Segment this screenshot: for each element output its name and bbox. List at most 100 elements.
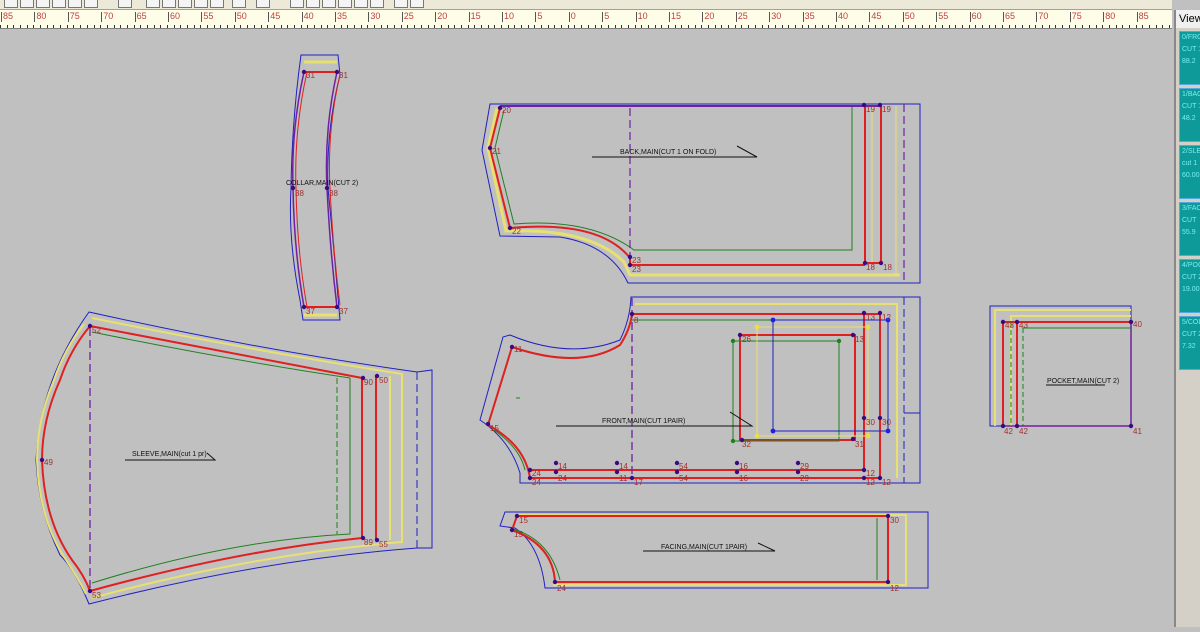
point-label: 11 xyxy=(514,345,523,354)
back-piece[interactable]: 20 21 22 23 23 19 19 18 18 BACK,MAIN(CUT… xyxy=(481,102,921,284)
ruler-tick xyxy=(801,25,803,28)
point-label: 13 xyxy=(855,335,864,344)
ruler-tick xyxy=(400,25,402,28)
ruler-tick xyxy=(634,25,636,28)
ruler-tick xyxy=(961,25,963,28)
tool-button[interactable] xyxy=(162,0,176,8)
tool-button[interactable] xyxy=(210,0,224,8)
tool-button[interactable] xyxy=(36,0,50,8)
ruler-tick xyxy=(227,25,229,28)
tool-button[interactable] xyxy=(52,0,66,8)
ruler-tick xyxy=(240,25,242,28)
point-label: 20 xyxy=(502,106,511,115)
tool-button[interactable] xyxy=(178,0,192,8)
tool-button[interactable] xyxy=(256,0,270,8)
ruler-tick xyxy=(80,25,82,28)
thumbnail-size: 19.00 xyxy=(1182,286,1200,293)
tool-button[interactable] xyxy=(118,0,132,8)
ruler-tick xyxy=(247,25,249,28)
ruler-tick xyxy=(474,25,476,28)
ruler-tick xyxy=(861,25,863,28)
ruler-tick xyxy=(340,25,342,28)
tool-button[interactable] xyxy=(394,0,408,8)
tool-button[interactable] xyxy=(20,0,34,8)
ruler-tick xyxy=(681,25,683,28)
piece-thumbnail[interactable]: 1/BACCUT 148.2 xyxy=(1179,88,1200,142)
ruler-tick xyxy=(941,25,943,28)
ruler-label: 25 xyxy=(735,11,748,22)
point-label: 16 xyxy=(739,474,748,483)
point-label: 15 xyxy=(519,516,528,525)
tool-button[interactable] xyxy=(4,0,18,8)
tool-button[interactable] xyxy=(68,0,82,8)
ruler-tick xyxy=(33,25,35,28)
ruler-tick xyxy=(948,25,950,28)
ruler-tick xyxy=(1115,25,1117,28)
thumbnail-size: 88.2 xyxy=(1182,58,1196,65)
sleeve-piece[interactable]: 52 49 53 90 50 89 55 SLEEVE,MAIN(cut 1 p… xyxy=(35,311,433,605)
ruler-tick xyxy=(53,25,55,28)
point-label: 17 xyxy=(634,478,643,487)
point-label: 32 xyxy=(742,440,751,449)
ruler-tick xyxy=(200,25,202,28)
piece-label: COLLAR,MAIN(CUT 2) xyxy=(286,180,358,187)
ruler-label: 85 xyxy=(1136,11,1149,22)
ruler-tick xyxy=(220,25,222,28)
ruler-tick xyxy=(674,25,676,28)
thumbnail-name: 5/COL xyxy=(1182,319,1200,326)
tool-button[interactable] xyxy=(410,0,424,8)
tool-button[interactable] xyxy=(306,0,320,8)
tool-button[interactable] xyxy=(322,0,336,8)
ruler-tick xyxy=(1015,25,1017,28)
ruler-tick xyxy=(761,25,763,28)
ruler-tick xyxy=(253,25,255,28)
point-label: 22 xyxy=(512,227,521,236)
ruler-tick xyxy=(40,25,42,28)
facing-piece[interactable]: 15 15 24 30 12 FACING,MAIN(CUT 1PAIR) xyxy=(499,511,929,593)
collar-piece[interactable]: 31 31 38 38 37 37 COLLAR,MAIN(CUT 2) xyxy=(286,54,358,321)
ruler-tick xyxy=(647,25,649,28)
point-label: 18 xyxy=(883,263,892,272)
point-label: 30 xyxy=(882,418,891,427)
ruler-label: 40 xyxy=(301,11,314,22)
point-label: 41 xyxy=(1133,427,1142,436)
drawing-canvas[interactable]: 31 31 38 38 37 37 COLLAR,MAIN(CUT 2) 20 … xyxy=(0,29,1172,627)
ruler-tick xyxy=(1122,25,1124,28)
tool-button[interactable] xyxy=(232,0,246,8)
tool-button[interactable] xyxy=(354,0,368,8)
ruler-tick xyxy=(1075,25,1077,28)
ruler-tick xyxy=(454,25,456,28)
piece-thumbnail[interactable]: 5/COLCUT 27.32 xyxy=(1179,316,1200,370)
ruler-tick xyxy=(975,25,977,28)
tool-button[interactable] xyxy=(338,0,352,8)
ruler-tick xyxy=(187,25,189,28)
ruler-tick xyxy=(387,25,389,28)
tool-button[interactable] xyxy=(146,0,160,8)
ruler-label: 10 xyxy=(502,11,515,22)
ruler-tick xyxy=(280,25,282,28)
ruler-label: 85 xyxy=(1,11,14,22)
thumbnail-cut: CUT 2 xyxy=(1182,331,1200,338)
point-label: 55 xyxy=(379,540,388,549)
ruler-tick xyxy=(293,25,295,28)
front-piece[interactable]: 8 11 15 24 24 14 24 14 11 17 54 54 16 16… xyxy=(479,296,921,487)
tool-button[interactable] xyxy=(84,0,98,8)
point-label: 89 xyxy=(364,538,373,547)
tool-button[interactable] xyxy=(290,0,304,8)
ruler-tick xyxy=(26,25,28,28)
piece-thumbnail[interactable]: 0/FROCUT 188.2 xyxy=(1179,31,1200,85)
piece-thumbnail[interactable]: 4/POCCUT 219.00 xyxy=(1179,259,1200,313)
tool-button[interactable] xyxy=(194,0,208,8)
tool-button[interactable] xyxy=(370,0,384,8)
ruler-tick xyxy=(714,25,716,28)
ruler-tick xyxy=(728,25,730,28)
ruler-tick xyxy=(173,25,175,28)
point-label: 24 xyxy=(532,469,541,478)
ruler-tick xyxy=(440,25,442,28)
ruler-tick xyxy=(347,25,349,28)
ruler-tick xyxy=(494,25,496,28)
pocket-piece[interactable]: 43 43 40 42 42 41 POCKET,MAIN(CUT 2) xyxy=(989,305,1142,436)
ruler-tick xyxy=(1035,25,1037,28)
